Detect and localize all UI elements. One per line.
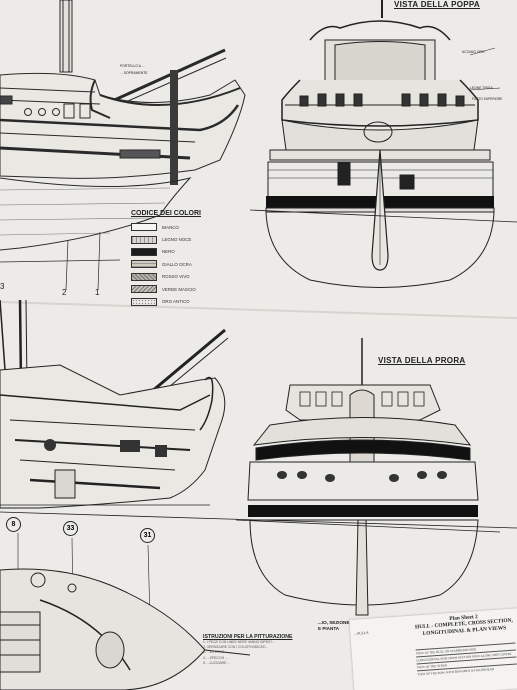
- legend-label: ROSSO VIVO: [162, 274, 190, 280]
- longitudinal-section: [0, 299, 229, 509]
- instruction-line: 1- I PEZZI CON LINEE NERE VANNO DIPINTI.…: [203, 640, 275, 644]
- legend-row: ORO ANTICO: [131, 295, 206, 307]
- legend-swatch: [131, 247, 157, 256]
- hull-note-1: PORTELLO A ...: [120, 64, 145, 68]
- section-caption-line: E PIANTA: [318, 626, 340, 631]
- instruction-line: 4- ...SPECCHI ...: [203, 655, 228, 660]
- stern-view: [249, 0, 517, 288]
- stern-view-title: VISTA DELLA POPPA: [394, 0, 480, 9]
- legend-swatch: [131, 272, 157, 281]
- legend-swatch: [131, 235, 157, 244]
- plan-sheet-card: ...SULLA Plan Sheet 2 HULL - COMPLETE, C…: [349, 608, 517, 690]
- legend-swatch: [131, 223, 157, 232]
- frame-marker-33: 33: [63, 521, 78, 536]
- legend-row: NERO: [131, 246, 206, 258]
- instruction-line: 2- VERNICIARE CON I COLORI INDICATI...: [203, 645, 269, 650]
- section-number-3: 3: [0, 282, 5, 291]
- legend-label: NERO: [162, 249, 175, 255]
- card-header: Plan Sheet 2 HULL - COMPLETE, CROSS SECT…: [413, 612, 514, 638]
- stern-note-3: FUSTO SUPERIORE: [472, 97, 503, 101]
- stern-note-1: ACCIAIO ORO: [462, 50, 485, 54]
- card-side-label: ...SULLA: [354, 630, 369, 636]
- plan-view: [0, 511, 517, 690]
- bow-view-title: VISTA DELLA PRORA: [378, 356, 466, 365]
- instruction-line: 3- ...INTERNO ...: [203, 650, 229, 655]
- section-caption-line: ...IO, SEZIONE,: [318, 620, 351, 625]
- section-number-1: 1: [95, 288, 100, 297]
- hull-note-2: ... SOPRAMENTE: [120, 71, 148, 75]
- legend-label: GIALLO OCRA: [162, 261, 192, 267]
- stern-note-2: LEONE TRIGA: [470, 86, 493, 90]
- bow-view: [235, 338, 501, 616]
- legend-row: VERDE MASCIO: [131, 283, 206, 295]
- legend-row: GIALLO OCRA: [131, 258, 206, 270]
- color-legend: CODICE DEI COLORI BIANCO LEGNO NOCE NERO…: [131, 210, 206, 308]
- legend-label: BIANCO: [162, 224, 179, 230]
- legend-swatch: [131, 297, 157, 306]
- legend-label: LEGNO NOCE: [162, 237, 192, 243]
- frame-marker-31: 31: [140, 528, 155, 543]
- legend-label: ORO ANTICO: [162, 299, 190, 305]
- frame-marker-8: 8: [6, 517, 21, 532]
- instructions-title: ISTRUZIONI PER LA PITTURAZIONE: [203, 634, 293, 640]
- painting-instructions: ISTRUZIONI PER LA PITTURAZIONE 1- I PEZZ…: [203, 634, 363, 666]
- legend-row: ROSSO VIVO: [131, 271, 206, 283]
- legend-swatch: [131, 285, 157, 294]
- section-number-2: 2: [62, 288, 67, 297]
- legend-swatch: [131, 260, 157, 269]
- legend-row: LEGNO NOCE: [131, 233, 206, 245]
- legend-label: VERDE MASCIO: [162, 286, 196, 292]
- section-caption: ...IO, SEZIONE, E PIANTA: [318, 620, 351, 632]
- hull-side-view: [0, 0, 246, 291]
- legend-row: BIANCO: [131, 221, 206, 233]
- instruction-line: 5- ...LUCIDARE ...: [203, 660, 230, 665]
- legend-title: CODICE DEI COLORI: [131, 210, 202, 217]
